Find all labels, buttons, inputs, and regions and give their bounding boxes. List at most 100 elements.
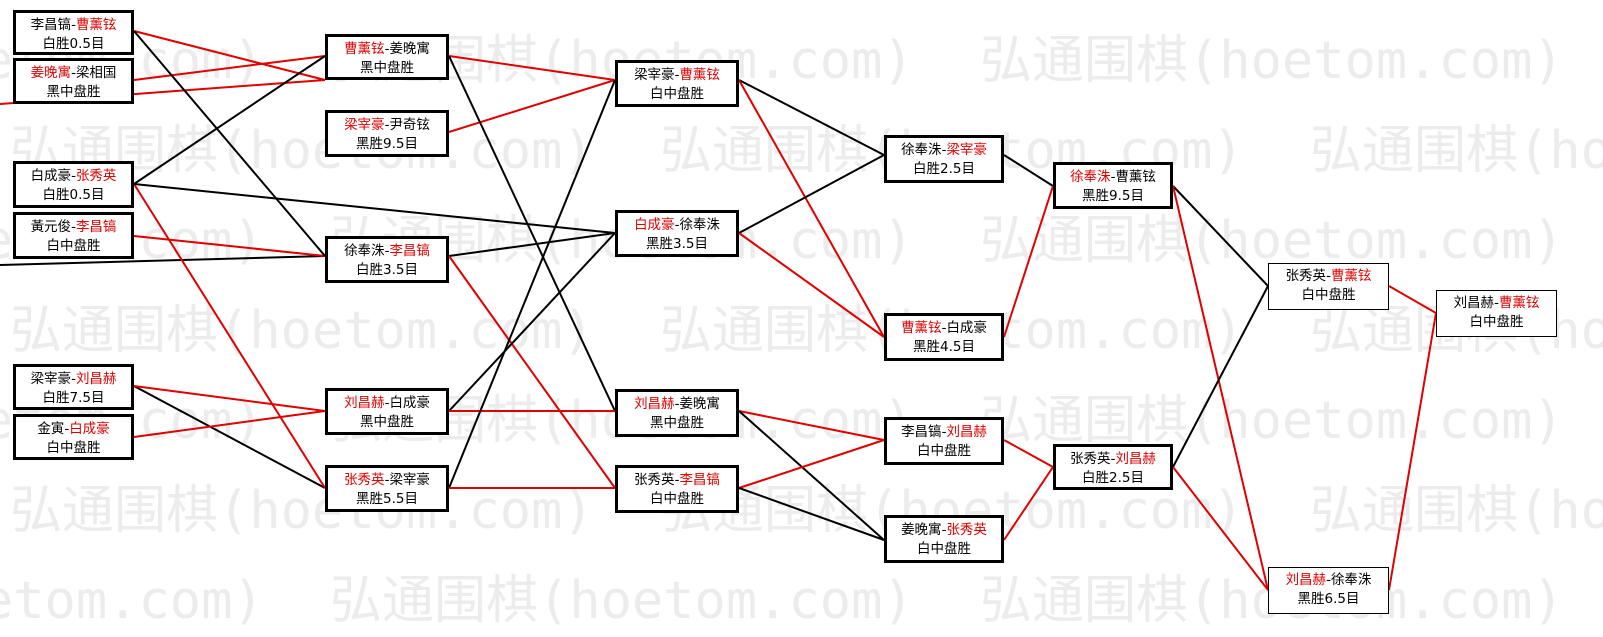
player-black: 梁宰豪 bbox=[30, 371, 72, 387]
player-black: 刘昌赫 bbox=[344, 395, 385, 411]
connector-line bbox=[738, 79, 885, 338]
connector-line bbox=[133, 55, 326, 81]
player-white: 李昌镐 bbox=[679, 472, 720, 488]
match-result: 黑胜9.5目 bbox=[1082, 188, 1144, 204]
match-result: 白中盘胜 bbox=[46, 440, 101, 456]
match-result: 白胜0.5目 bbox=[42, 36, 105, 52]
connector-line bbox=[0, 255, 326, 266]
player-black: 李昌镐 bbox=[30, 17, 72, 33]
match-result: 白中盘胜 bbox=[1469, 314, 1524, 330]
player-black: 李昌镐 bbox=[901, 424, 942, 440]
vs-dash: - bbox=[1494, 295, 1499, 311]
player-white: 张秀英 bbox=[946, 522, 987, 538]
match-box-round5-1: 徐奉洙-曹薰铉黑胜9.5目 bbox=[1053, 162, 1173, 209]
match-box-round3-3: 刘昌赫-姜晚寓黑中盘胜 bbox=[615, 389, 739, 437]
match-result: 黑胜5.5目 bbox=[356, 491, 418, 507]
player-white: 白成豪 bbox=[946, 320, 987, 336]
connector-line bbox=[448, 55, 616, 81]
connector-line bbox=[448, 55, 616, 412]
watermark: 弘通围棋(hoetom.com) bbox=[980, 391, 1564, 451]
player-black: 张秀英 bbox=[1070, 451, 1111, 467]
match-result: 白中盘胜 bbox=[650, 86, 704, 102]
player-black: 徐奉洙 bbox=[1070, 169, 1111, 185]
vs-dash: - bbox=[941, 424, 947, 440]
match-result: 黑胜6.5目 bbox=[1297, 591, 1360, 607]
player-white: 梁相国 bbox=[75, 65, 117, 81]
match-box-final-1: 刘昌赫-曹薰铉白中盘胜 bbox=[1436, 290, 1557, 337]
matchup: 梁宰豪-曹薰铉 bbox=[618, 66, 736, 85]
match-box-round4-2: 曹薰铉-白成豪黑胜4.5目 bbox=[884, 313, 1004, 361]
vs-dash: - bbox=[64, 421, 70, 437]
player-black: 徐奉洙 bbox=[901, 142, 942, 158]
player-black: 姜晚寓 bbox=[901, 522, 942, 538]
match-result: 白中盘胜 bbox=[917, 541, 971, 557]
match-result: 白胜3.5目 bbox=[356, 262, 418, 278]
match-box-round2-2: 梁宰豪-尹奇铉黑胜9.5目 bbox=[325, 110, 449, 157]
match-box-round2-1: 曹薰铉-姜晚寓黑中盘胜 bbox=[325, 34, 449, 80]
match-result: 白中盘胜 bbox=[46, 238, 101, 254]
connector-line bbox=[1172, 285, 1269, 468]
player-black: 张秀英 bbox=[634, 472, 675, 488]
match-box-round4-3: 李昌镐-刘昌赫白中盘胜 bbox=[884, 417, 1004, 465]
player-black: 刘昌赫 bbox=[634, 396, 675, 412]
player-white: 白成豪 bbox=[389, 395, 430, 411]
player-white: 刘昌赫 bbox=[75, 371, 117, 387]
match-box-round6-1: 张秀英-曹薰铉白中盘胜 bbox=[1268, 263, 1389, 310]
match-box-round2-4: 刘昌赫-白成豪黑中盘胜 bbox=[325, 388, 449, 435]
vs-dash: - bbox=[1110, 451, 1116, 467]
connector-line bbox=[738, 439, 885, 489]
player-white: 曹薰铉 bbox=[679, 67, 720, 83]
match-box-round1-3: 白成豪-张秀英白胜0.5目 bbox=[13, 161, 134, 208]
match-result: 黑胜3.5目 bbox=[646, 236, 708, 252]
player-white: 李昌镐 bbox=[75, 219, 117, 235]
matchup: 梁宰豪-刘昌赫 bbox=[16, 370, 131, 389]
player-white: 曹薰铉 bbox=[1115, 169, 1156, 185]
connector-line bbox=[1003, 185, 1054, 338]
match-result: 白中盘胜 bbox=[650, 491, 704, 507]
player-white: 姜晚寓 bbox=[679, 396, 720, 412]
vs-dash: - bbox=[941, 142, 947, 158]
player-black: 白成豪 bbox=[634, 217, 675, 233]
player-white: 姜晚寓 bbox=[389, 41, 430, 57]
matchup: 张秀英-刘昌赫 bbox=[1056, 450, 1170, 469]
match-box-round2-5: 张秀英-梁宰豪黑胜5.5目 bbox=[325, 465, 449, 512]
match-box-round6-2: 刘昌赫-徐奉洙黑胜6.5目 bbox=[1268, 567, 1389, 614]
connector-line bbox=[1003, 154, 1054, 187]
player-white: 曹薰铉 bbox=[75, 17, 117, 33]
matchup: 姜晚寓-梁相国 bbox=[16, 64, 131, 83]
match-result: 白中盘胜 bbox=[917, 443, 971, 459]
match-box-round2-3: 徐奉洙-李昌镐白胜3.5目 bbox=[325, 236, 449, 283]
matchup: 张秀英-李昌镐 bbox=[618, 471, 736, 490]
matchup: 张秀英-曹薰铉 bbox=[1269, 267, 1388, 286]
connector-line bbox=[738, 154, 885, 234]
connector-line bbox=[1388, 285, 1437, 314]
match-box-round5-2: 张秀英-刘昌赫白胜2.5目 bbox=[1053, 444, 1173, 490]
connector-line bbox=[133, 30, 326, 257]
player-black: 刘昌赫 bbox=[1285, 572, 1327, 588]
vs-dash: - bbox=[71, 65, 76, 81]
match-box-round1-6: 金寅-白成豪白中盘胜 bbox=[13, 414, 134, 460]
matchup: 徐奉洙-曹薰铉 bbox=[1056, 168, 1170, 187]
connector-line bbox=[448, 232, 616, 257]
matchup: 李昌镐-刘昌赫 bbox=[887, 423, 1001, 442]
player-white: 刘昌赫 bbox=[1115, 451, 1156, 467]
match-box-round4-1: 徐奉洙-梁宰豪白胜2.5目 bbox=[884, 135, 1004, 183]
player-black: 梁宰豪 bbox=[634, 67, 675, 83]
match-result: 白胜0.5目 bbox=[42, 187, 105, 203]
matchup: 白成豪-张秀英 bbox=[16, 167, 131, 186]
player-black: 张秀英 bbox=[344, 472, 385, 488]
match-box-round1-1: 李昌镐-曹薰铉白胜0.5目 bbox=[13, 10, 134, 55]
vs-dash: - bbox=[384, 41, 390, 57]
connector-line bbox=[1172, 185, 1269, 287]
watermark: 弘通围棋(hoetom.com) bbox=[330, 571, 914, 631]
vs-dash: - bbox=[71, 168, 76, 184]
player-white: 李昌镐 bbox=[389, 243, 430, 259]
match-box-round1-4: 黃元俊-李昌镐白中盘胜 bbox=[13, 212, 134, 259]
vs-dash: - bbox=[384, 395, 390, 411]
connector-line bbox=[1172, 466, 1269, 591]
player-white: 梁宰豪 bbox=[389, 472, 430, 488]
vs-dash: - bbox=[941, 522, 947, 538]
watermark: 弘通围棋(hoetom.com) bbox=[10, 301, 594, 361]
player-black: 张秀英 bbox=[1285, 268, 1327, 284]
